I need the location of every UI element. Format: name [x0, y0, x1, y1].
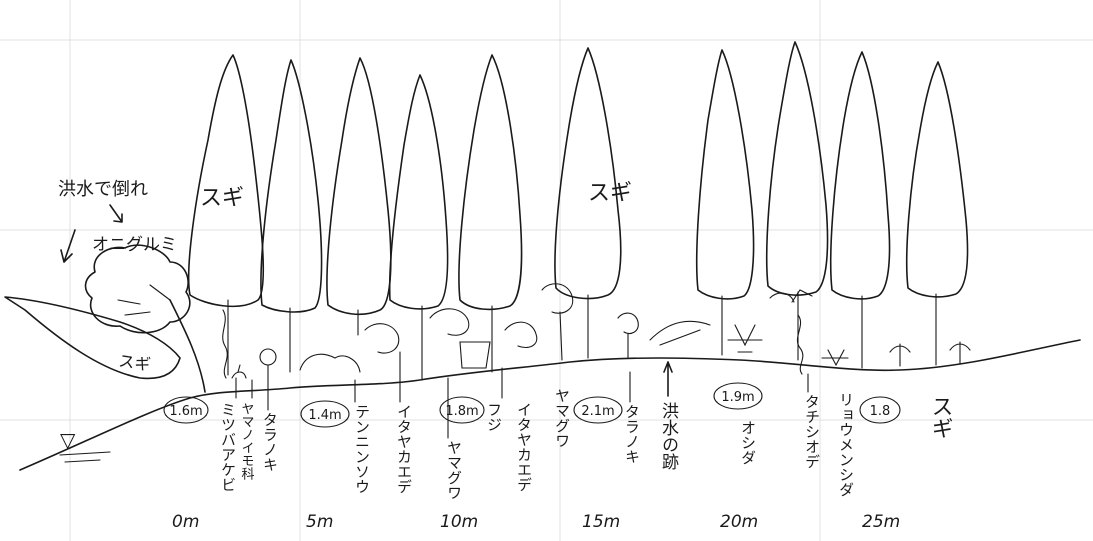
height-label-4: 2.1m: [581, 404, 614, 419]
axis-label-25m: 25m: [862, 512, 900, 532]
sugi-tree-2: [261, 60, 322, 312]
sugi-label-1: スギ: [588, 181, 632, 206]
sugi-tree-3: [327, 58, 391, 314]
plant-label-itayakaede-2: イタヤカエデ: [515, 402, 533, 492]
plant-label-yamaguwa-2: ヤマグワ: [553, 388, 571, 448]
height-label-3: 1.8m: [445, 404, 478, 419]
flood-trace-label: 洪水の跡: [658, 402, 679, 471]
axis-label-0m: 0m: [172, 512, 199, 532]
height-label-1: 1.6m: [169, 404, 202, 419]
height-label-2: 1.4m: [308, 408, 341, 423]
axis-label-15m: 15m: [582, 512, 620, 532]
sugi-tree-7: [697, 50, 754, 299]
fallen-sugi-label: スギ: [117, 351, 151, 374]
plant-label-oshida: オシダ: [739, 420, 757, 465]
axis-label-10m: 10m: [440, 512, 478, 532]
axis-label-20m: 20m: [720, 512, 758, 532]
flood-arrow-2: [110, 205, 122, 222]
distance-axis: 0m 5m 10m 15m 20m 25m: [172, 512, 900, 532]
axis-label-5m: 5m: [306, 512, 333, 532]
sugi-tree-8: [767, 42, 828, 295]
height-label-6: 1.8: [870, 404, 891, 419]
water-level-marker: ▽: [60, 428, 76, 452]
sugi-label-3: スギ: [928, 395, 953, 439]
plant-label-mitsubaakebi: ミツバアケビ: [219, 402, 237, 492]
plant-label-yamanoimo: ヤマノイモ科: [239, 402, 255, 480]
plant-label-yamaguwa-1: ヤマグワ: [445, 440, 463, 500]
sugi-tree-4: [390, 75, 448, 309]
sugi-tree-9: [831, 52, 890, 299]
sugi-label-2: スギ: [200, 186, 244, 211]
plant-label-taranoki-1: タラノキ: [261, 412, 279, 472]
plant-labels: ミツバアケビ ヤマノイモ科 タラノキ テンニンソウ イタヤカエデ ヤマグワ フジ…: [219, 388, 855, 500]
height-label-5: 1.9m: [721, 390, 754, 405]
sugi-tree-5: [459, 55, 522, 309]
water-level-symbol: ▽: [60, 428, 76, 452]
plant-label-ryoumenshida: リョウメンシダ: [837, 392, 855, 497]
plant-label-tenninsou: テンニンソウ: [353, 404, 371, 494]
flood-trace-arrow: [664, 362, 672, 396]
plant-label-tachishiode: タチシオデ: [803, 394, 821, 469]
sugi-tree-6: [555, 48, 621, 299]
onigurumi-label: オニグルミ: [92, 235, 177, 255]
plant-label-itayakaede-1: イタヤカエデ: [395, 404, 413, 494]
sugi-trees: スギ: [189, 42, 968, 380]
fallen-sugi: スギ: [5, 297, 180, 378]
sugi-tree-10: [907, 62, 968, 297]
plant-label-taranoki-2: タラノキ: [623, 404, 641, 464]
sugi-tree-1: [189, 55, 264, 306]
plant-label-fuji: フジ: [485, 402, 503, 432]
flood-fallen-note: 洪水で倒れ: [58, 179, 148, 200]
flood-arrow-1: [61, 230, 75, 262]
